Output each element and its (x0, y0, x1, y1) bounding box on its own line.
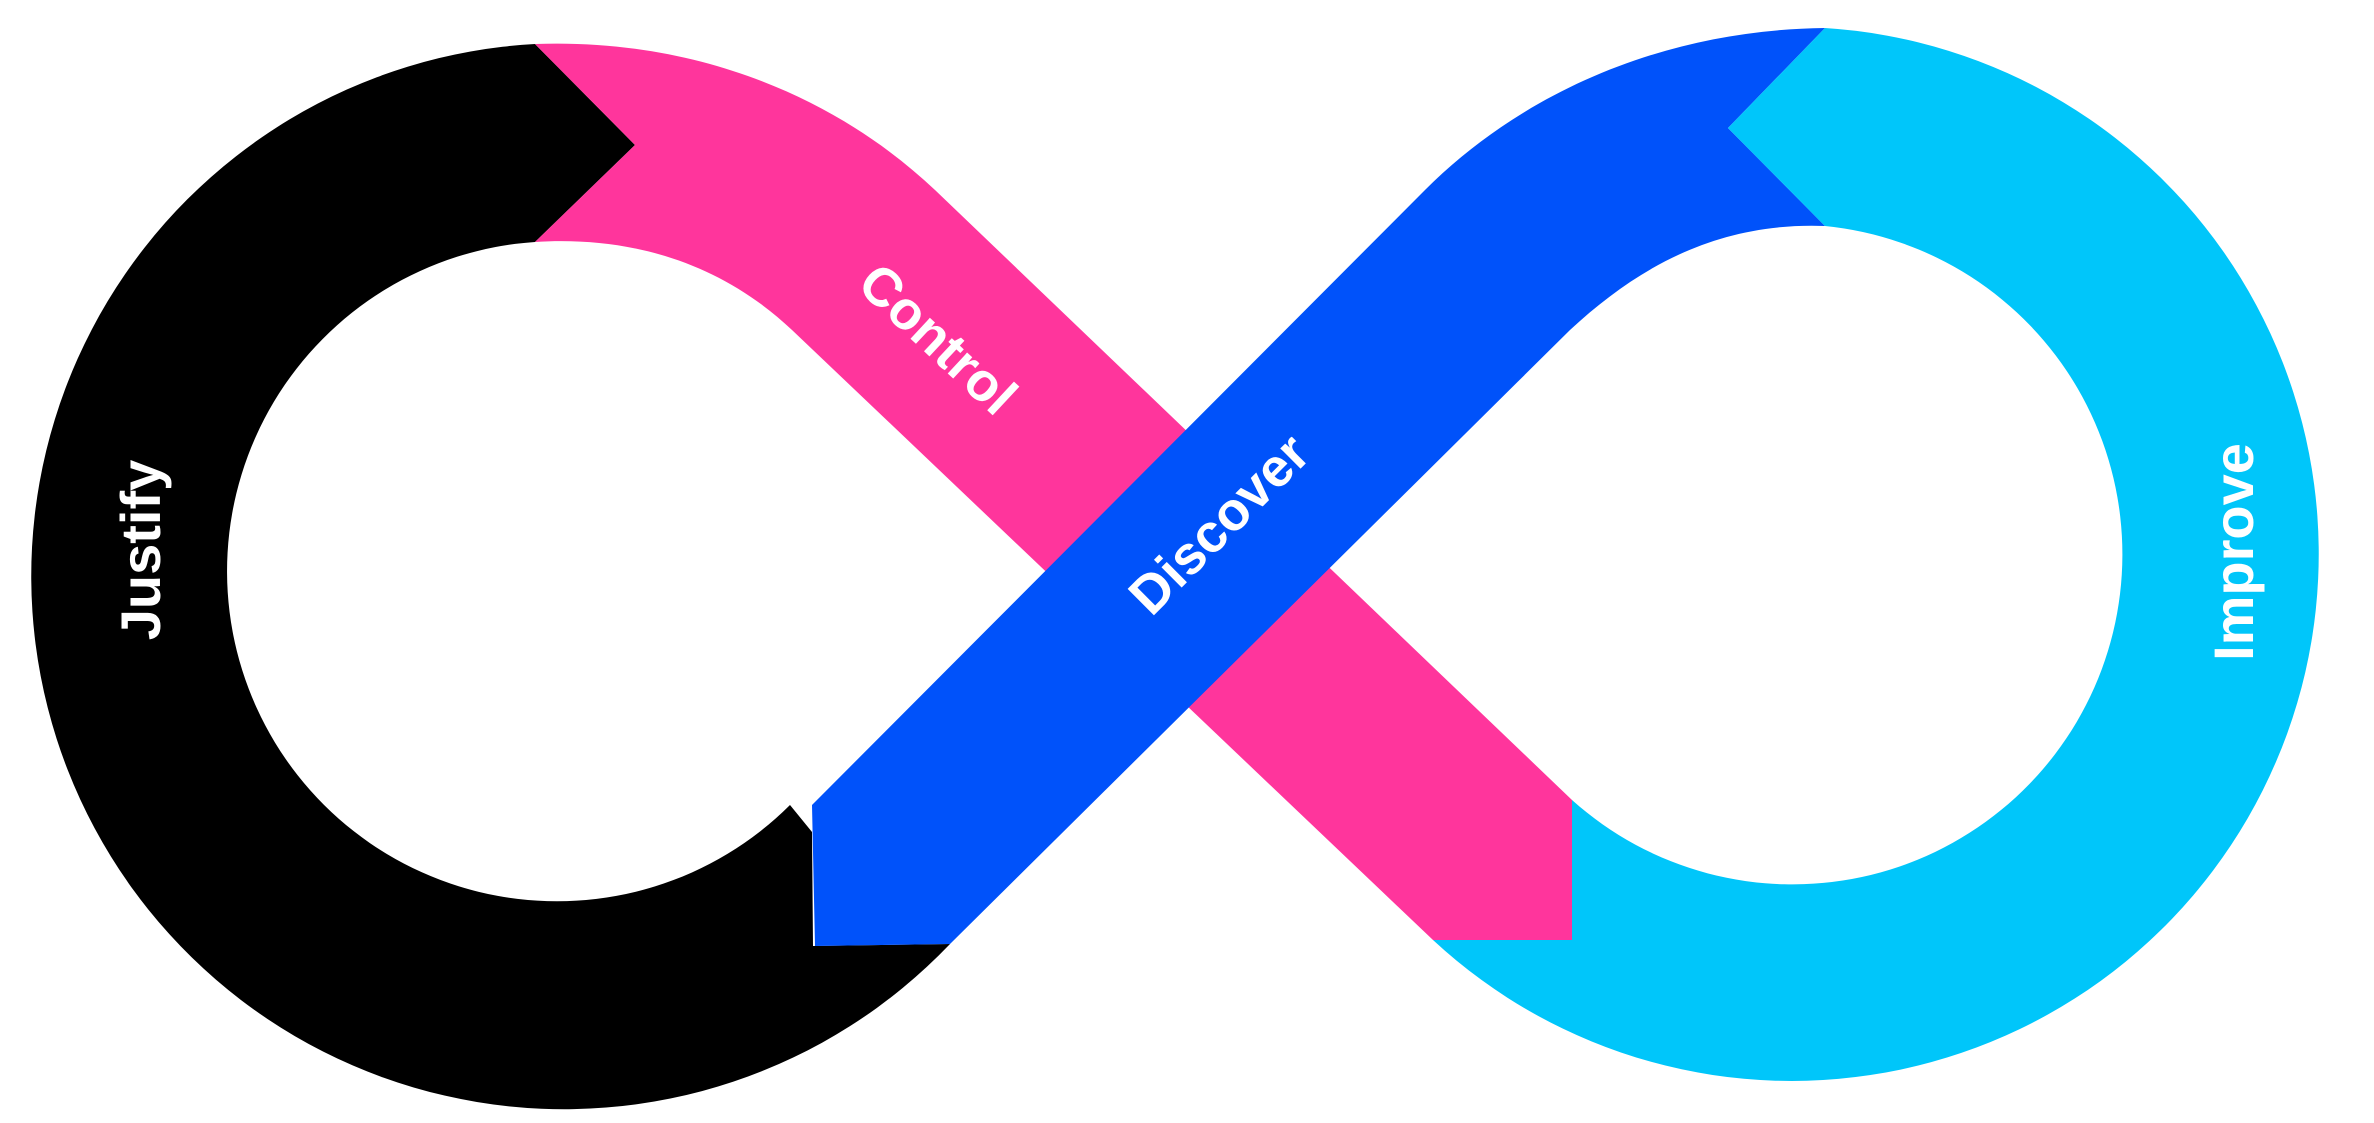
segment-control (535, 43, 1572, 941)
segment-discover (812, 28, 1825, 946)
segment-justify (31, 44, 950, 1110)
segment-improve (1433, 28, 2319, 1081)
label-justify: Justify (109, 460, 172, 641)
label-improve: Improve (2202, 443, 2265, 661)
